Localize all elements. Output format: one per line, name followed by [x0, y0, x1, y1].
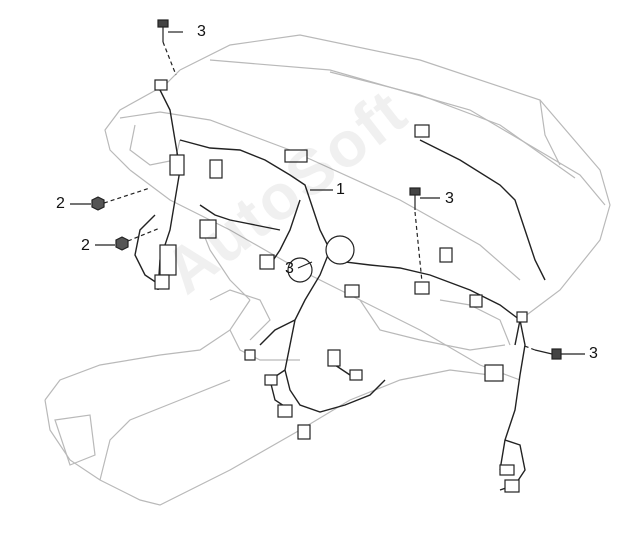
callout-nut-lower: 2	[81, 237, 90, 254]
callout-harness: 1	[336, 181, 345, 198]
bolt-center	[297, 261, 313, 269]
nut-upper	[70, 187, 151, 211]
callout-bolt-top: 3	[197, 23, 206, 40]
callout-bolt-center: 3	[285, 260, 294, 277]
bolt-top	[157, 19, 183, 76]
bolt-center-right	[409, 187, 440, 283]
nut-lower	[95, 227, 161, 251]
callout-bolt-right: 3	[589, 345, 598, 362]
dashboard-outline	[44, 34, 611, 506]
callout-nut-upper: 2	[56, 195, 65, 212]
bolt-right	[521, 344, 585, 360]
callout-bolt-center-right: 3	[445, 190, 454, 207]
